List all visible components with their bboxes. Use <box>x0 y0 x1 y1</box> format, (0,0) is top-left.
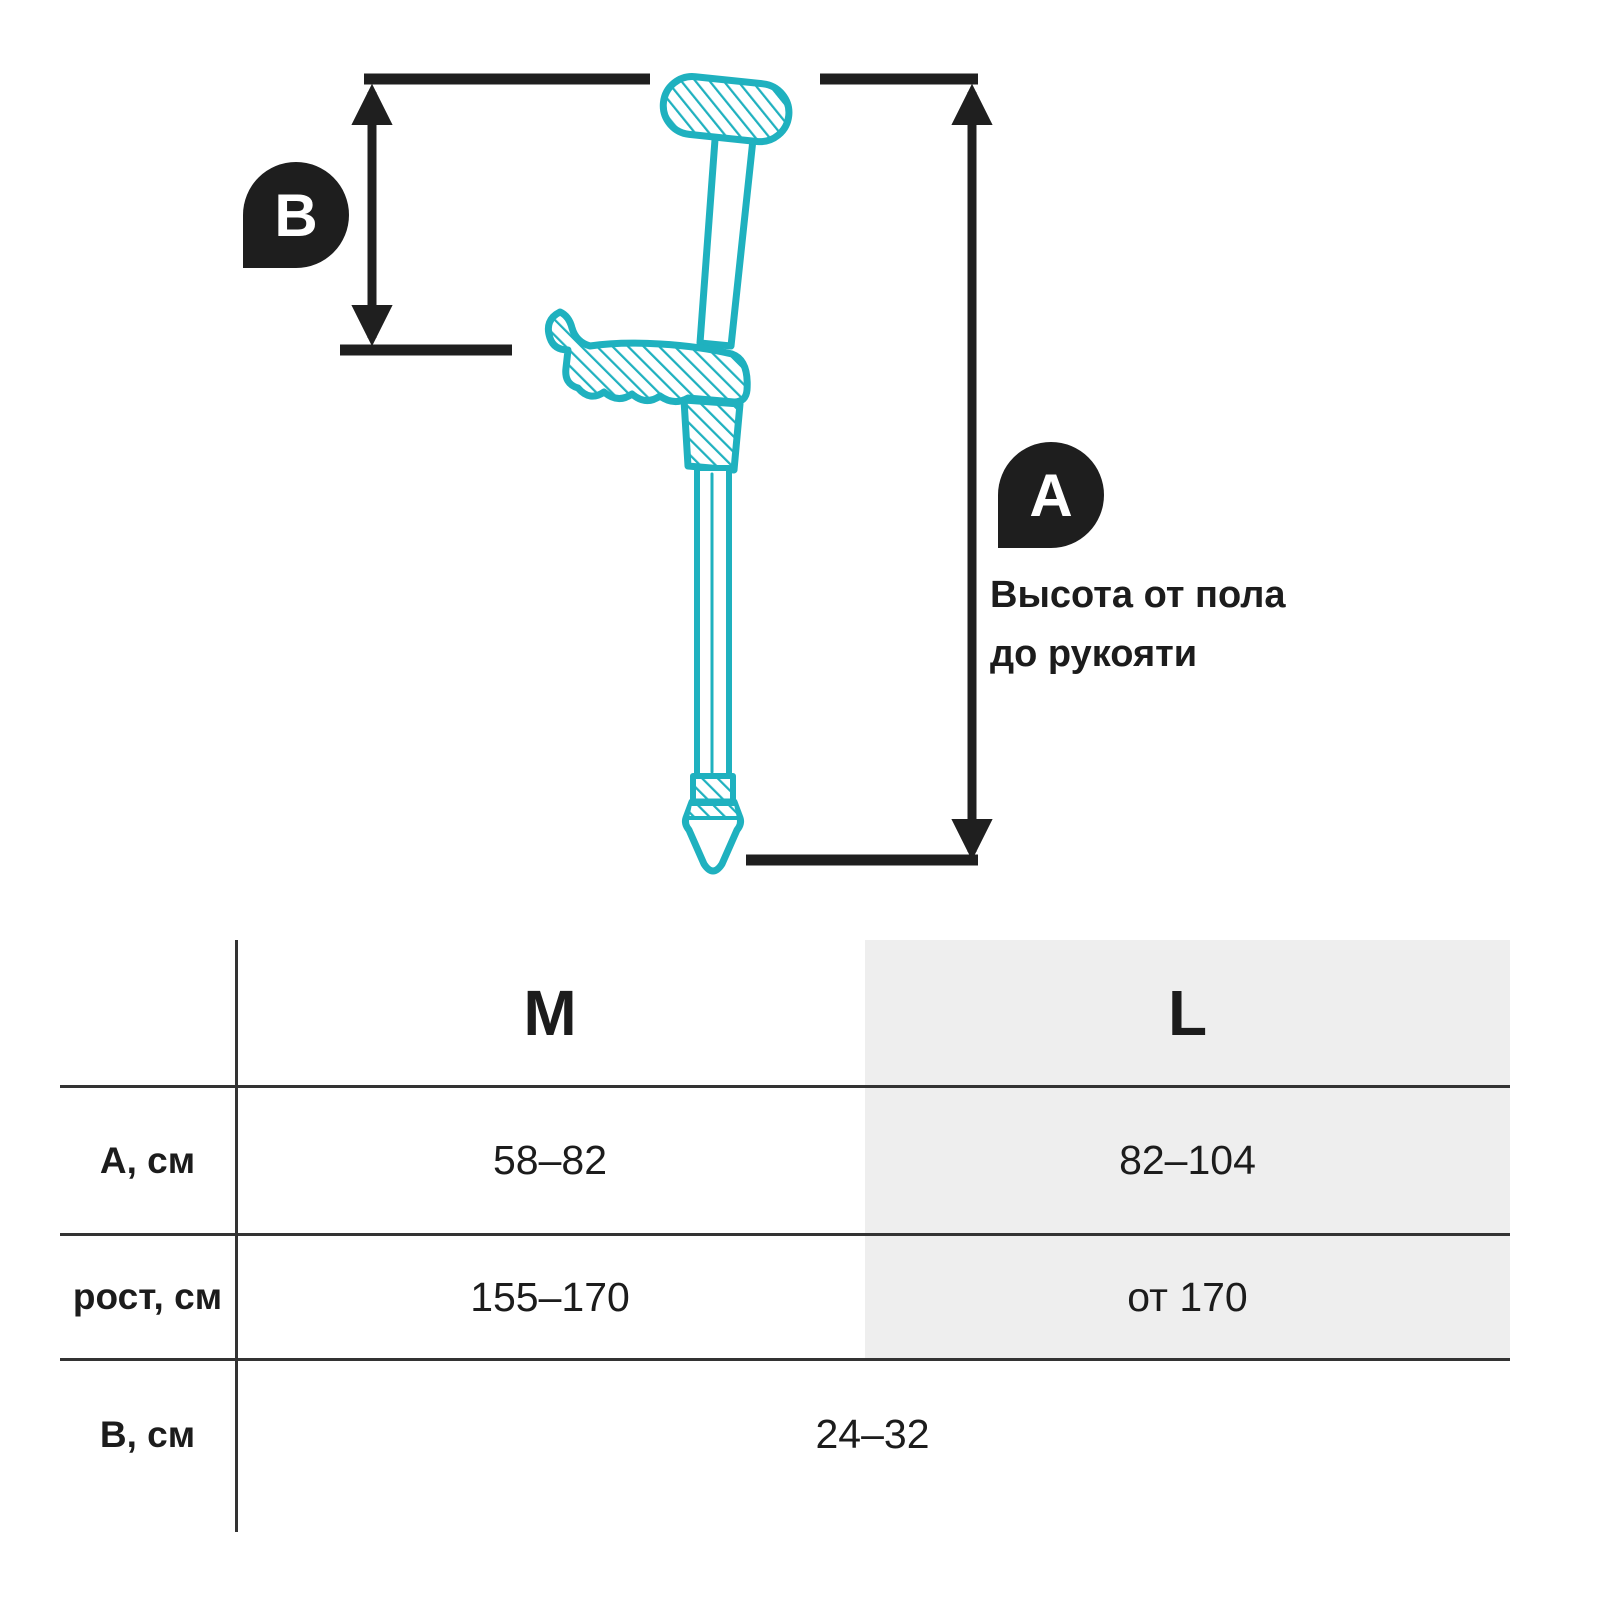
crutch-diagram <box>340 73 993 875</box>
row-label-b: В, см <box>60 1358 235 1508</box>
crutch-upper-shaft <box>696 122 758 350</box>
dimension-a-caption: Высота от пола до рукояти <box>990 566 1286 684</box>
crutch-joint <box>680 396 744 474</box>
dimension-b-badge-letter: B <box>274 181 318 249</box>
row-label-a: А, см <box>60 1085 235 1233</box>
row-label-height: рост, см <box>60 1233 235 1358</box>
dimension-b <box>340 73 650 356</box>
table-header-m: M <box>523 976 577 1049</box>
crutch-ferrule-band <box>685 802 741 820</box>
dimension-a-badge-letter: A <box>1029 461 1073 529</box>
crutch-illustration <box>544 73 793 875</box>
cell-height-l: от 170 <box>865 1233 1510 1358</box>
table-vertical-rule <box>235 940 238 1532</box>
dimension-a-caption-line1: Высота от пола <box>990 574 1286 616</box>
crutch-collar <box>690 773 736 805</box>
table-header-l: L <box>865 940 1510 1085</box>
table-header-empty <box>60 940 235 1085</box>
cell-b-span: 24–32 <box>235 1358 1510 1508</box>
cell-height-m: 155–170 <box>235 1233 865 1358</box>
size-table: M L А, см 58–82 82–104 рост, см 155–170 … <box>60 940 1510 1508</box>
cell-a-l: 82–104 <box>865 1085 1510 1233</box>
dimension-b-badge: B <box>243 162 349 268</box>
crutch-handle <box>544 308 751 406</box>
dimension-a <box>746 73 993 866</box>
dimension-a-badge: A <box>998 442 1104 548</box>
crutch-cuff <box>659 73 793 146</box>
cell-a-m: 58–82 <box>235 1085 865 1233</box>
dimension-a-caption-line2: до рукояти <box>990 632 1198 675</box>
